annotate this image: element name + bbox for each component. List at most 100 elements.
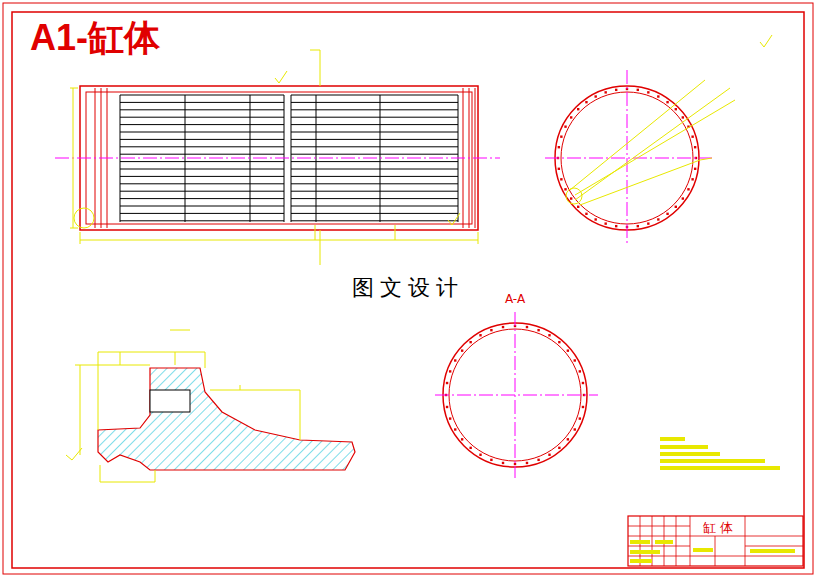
stave-mark	[675, 108, 677, 110]
detail-circle	[566, 188, 582, 204]
stave-mark	[666, 213, 668, 215]
stave-divider	[120, 95, 121, 222]
detail-circle	[74, 208, 94, 228]
stave-mark	[461, 349, 463, 351]
stave-mark	[537, 459, 539, 461]
stave-mark	[637, 89, 639, 91]
stave-line	[120, 206, 284, 207]
stave-mark	[567, 349, 569, 351]
note-line	[660, 445, 708, 449]
stave-line	[120, 169, 284, 170]
stave-mark	[691, 135, 693, 137]
stave-line	[120, 124, 284, 125]
stave-mark	[647, 222, 649, 224]
note-line	[660, 459, 765, 463]
stave-mark	[469, 447, 471, 449]
stave-mark	[514, 463, 516, 465]
stave-mark	[558, 146, 560, 148]
sheet-title: A1-缸体	[30, 20, 160, 56]
stave-mark	[594, 95, 596, 97]
stave-divider	[185, 95, 186, 222]
stave-mark	[537, 329, 539, 331]
stave-mark	[657, 218, 659, 220]
notes	[660, 437, 780, 470]
stave-line	[120, 102, 284, 103]
title-block-entry	[750, 549, 795, 553]
stave-mark	[585, 213, 587, 215]
stave-mark	[579, 417, 581, 419]
stave-mark	[490, 329, 492, 331]
stave-mark	[560, 178, 562, 180]
stave-line	[120, 109, 284, 110]
stave-mark	[682, 197, 684, 199]
stave-mark	[564, 188, 566, 190]
stave-mark	[454, 359, 456, 361]
stave-mark	[577, 206, 579, 208]
outer-frame	[3, 3, 813, 574]
roughness-symbol	[760, 35, 772, 47]
stave-mark	[691, 178, 693, 180]
stave-mark	[502, 326, 504, 328]
stave-mark	[604, 222, 606, 224]
dimension-lines	[75, 330, 300, 482]
title-block-frame	[628, 516, 803, 566]
stave-mark	[449, 417, 451, 419]
stave-mark	[558, 341, 560, 343]
stave-line	[120, 95, 284, 96]
stave-line	[120, 132, 284, 133]
stave-mark	[558, 447, 560, 449]
title-block-entry	[630, 559, 652, 563]
title-block-name: 缸 体	[701, 520, 735, 535]
stave-mark	[694, 146, 696, 148]
stave-mark	[548, 454, 550, 456]
stave-line	[120, 176, 284, 177]
stave-mark	[615, 225, 617, 227]
stave-line	[120, 161, 284, 162]
stave-mark	[594, 218, 596, 220]
stave-line	[120, 191, 284, 192]
stave-divider	[291, 95, 292, 222]
stave-mark	[647, 91, 649, 93]
stave-mark	[558, 168, 560, 170]
stave-mark	[502, 462, 504, 464]
section-view	[435, 312, 598, 478]
stave-mark	[574, 428, 576, 430]
stave-line	[120, 220, 284, 221]
stave-mark	[526, 462, 528, 464]
title-block-entry	[630, 540, 650, 544]
stave-line	[120, 183, 284, 184]
stave-mark	[582, 406, 584, 408]
hatched-profile	[98, 368, 355, 470]
inner-frame	[12, 12, 804, 568]
stave-line	[120, 213, 284, 214]
stave-mark	[469, 341, 471, 343]
stave-line	[120, 139, 284, 140]
stave-mark	[548, 334, 550, 336]
stave-mark	[604, 91, 606, 93]
note-line	[660, 437, 685, 441]
stave-mark	[570, 116, 572, 118]
stave-mark	[657, 95, 659, 97]
stave-mark	[526, 326, 528, 328]
stave-mark	[582, 382, 584, 384]
roughness-symbol	[66, 448, 82, 460]
title-block-entry	[693, 548, 713, 552]
stave-mark	[694, 168, 696, 170]
stave-mark	[449, 370, 451, 372]
stave-mark	[570, 197, 572, 199]
cylinder-end-view	[545, 35, 772, 246]
stave-mark	[446, 382, 448, 384]
title-block	[628, 516, 803, 566]
center-line	[55, 158, 500, 159]
leader-lines	[570, 80, 735, 205]
dimension-lines	[70, 50, 478, 265]
roughness-symbol	[275, 71, 460, 225]
cylinder-side-view	[55, 50, 500, 265]
stave-mark	[560, 135, 562, 137]
stave-line	[120, 146, 284, 147]
center-lines	[545, 70, 712, 246]
stave-mark	[577, 108, 579, 110]
stave-mark	[461, 438, 463, 440]
stave-mark	[682, 116, 684, 118]
